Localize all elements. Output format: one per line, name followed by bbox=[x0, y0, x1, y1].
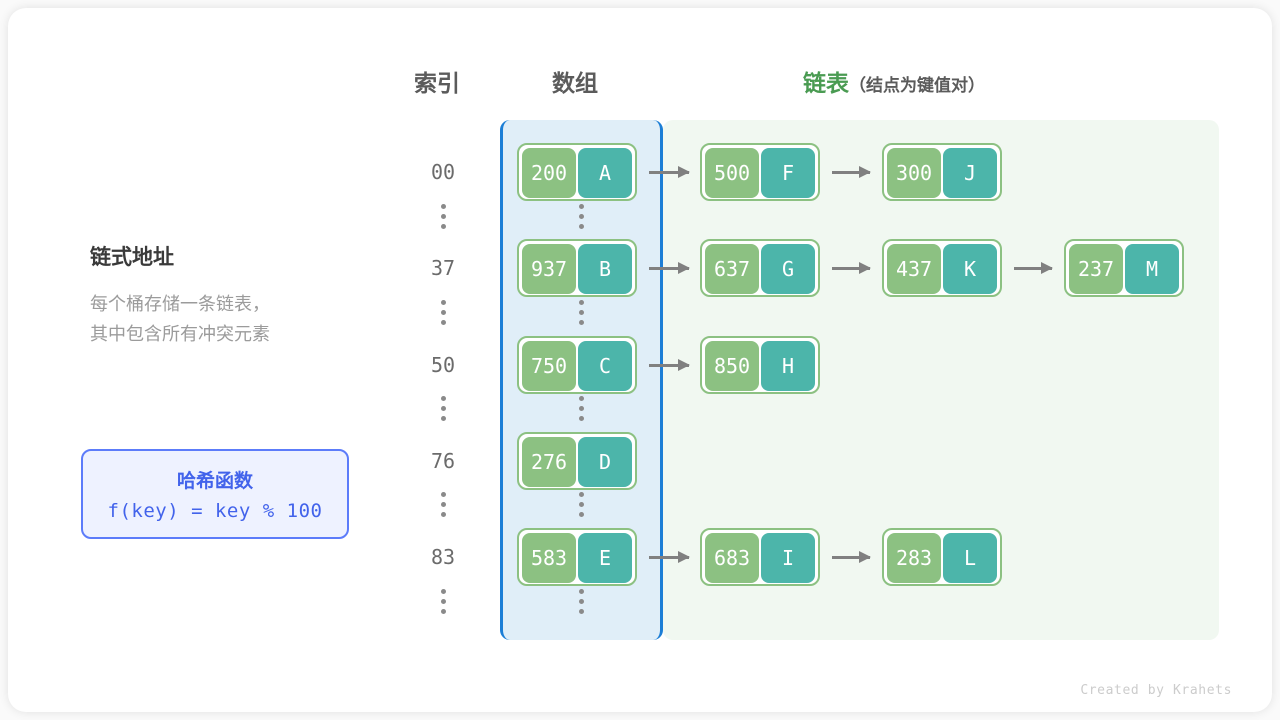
bucket-index-label: 37 bbox=[430, 256, 456, 280]
column-header-array: 数组 bbox=[552, 70, 598, 96]
description-body: 每个桶存储一条链表， 其中包含所有冲突元素 bbox=[90, 289, 270, 349]
vertical-ellipsis-icon bbox=[571, 589, 591, 614]
bucket-index-label: 50 bbox=[430, 353, 456, 377]
bucket-index-label: 76 bbox=[430, 449, 456, 473]
node-key: 937 bbox=[522, 244, 576, 294]
node-key: 300 bbox=[887, 148, 941, 198]
node-value: H bbox=[761, 341, 815, 391]
description-title: 链式地址 bbox=[90, 246, 174, 269]
node-value: G bbox=[761, 244, 815, 294]
vertical-ellipsis-icon bbox=[571, 300, 591, 325]
vertical-ellipsis-icon bbox=[433, 589, 453, 614]
vertical-ellipsis-icon bbox=[433, 204, 453, 229]
vertical-ellipsis-icon bbox=[571, 396, 591, 421]
link-arrow bbox=[832, 262, 871, 274]
bucket-index-label: 83 bbox=[430, 545, 456, 569]
link-arrow bbox=[649, 166, 690, 178]
vertical-ellipsis-icon bbox=[433, 300, 453, 325]
link-arrow bbox=[649, 551, 690, 563]
node-value: B bbox=[578, 244, 632, 294]
node-key: 750 bbox=[522, 341, 576, 391]
link-arrow bbox=[649, 262, 690, 274]
ellipsis-row bbox=[8, 300, 1280, 340]
vertical-ellipsis-icon bbox=[571, 492, 591, 517]
hash-function-formula: f(key) = key % 100 bbox=[107, 500, 323, 522]
link-arrow bbox=[832, 551, 871, 563]
node-key: 683 bbox=[705, 533, 759, 583]
column-header-linked-list-note: （结点为键值对） bbox=[849, 76, 985, 95]
node-key: 283 bbox=[887, 533, 941, 583]
hash-function-title: 哈希函数 bbox=[176, 471, 253, 492]
node-value: D bbox=[578, 437, 632, 487]
vertical-ellipsis-icon bbox=[571, 204, 591, 229]
column-header-linked-list: 链表（结点为键值对） bbox=[803, 64, 985, 98]
node-value: C bbox=[578, 341, 632, 391]
node-key: 500 bbox=[705, 148, 759, 198]
node-key: 200 bbox=[522, 148, 576, 198]
column-header-linked-list-main: 链表 bbox=[803, 70, 849, 96]
bucket-index-label: 00 bbox=[430, 160, 456, 184]
node-value: K bbox=[943, 244, 997, 294]
content-card: 索引 数组 链表（结点为键值对） 链式地址 每个桶存储一条链表， 其中包含所有冲… bbox=[8, 8, 1272, 712]
hash-function-box: 哈希函数 f(key) = key % 100 bbox=[81, 449, 349, 539]
description-line-1: 每个桶存储一条链表， bbox=[90, 294, 270, 314]
node-value: F bbox=[761, 148, 815, 198]
node-value: L bbox=[943, 533, 997, 583]
node-value: I bbox=[761, 533, 815, 583]
description-line-2: 其中包含所有冲突元素 bbox=[90, 324, 270, 344]
node-key: 583 bbox=[522, 533, 576, 583]
credit-text: Created by Krahets bbox=[1080, 683, 1232, 698]
column-header-index: 索引 bbox=[414, 70, 460, 96]
node-value: A bbox=[578, 148, 632, 198]
node-value: J bbox=[943, 148, 997, 198]
node-value: E bbox=[578, 533, 632, 583]
link-arrow bbox=[832, 166, 871, 178]
ellipsis-row bbox=[8, 396, 1280, 436]
ellipsis-row bbox=[8, 492, 1280, 532]
node-key: 850 bbox=[705, 341, 759, 391]
node-key: 276 bbox=[522, 437, 576, 487]
vertical-ellipsis-icon bbox=[433, 492, 453, 517]
link-arrow bbox=[649, 359, 690, 371]
node-value: M bbox=[1125, 244, 1179, 294]
node-key: 437 bbox=[887, 244, 941, 294]
node-key: 637 bbox=[705, 244, 759, 294]
link-arrow bbox=[1014, 262, 1053, 274]
vertical-ellipsis-icon bbox=[433, 396, 453, 421]
node-key: 237 bbox=[1069, 244, 1123, 294]
ellipsis-row bbox=[8, 589, 1280, 629]
ellipsis-row bbox=[8, 204, 1280, 244]
